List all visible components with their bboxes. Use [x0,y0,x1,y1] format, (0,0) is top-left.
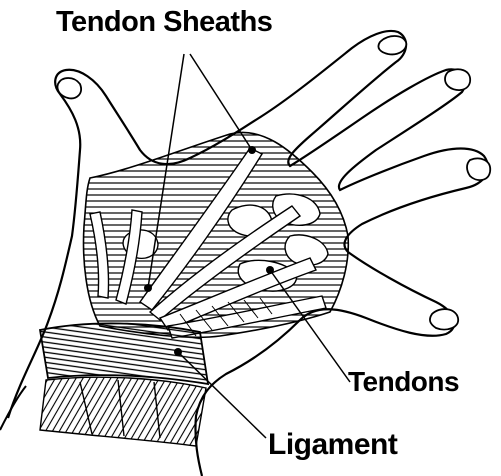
thumb-nail [57,78,81,98]
little-fingernail [430,309,458,329]
index-fingernail [378,36,406,54]
middle-fingernail [445,69,470,90]
wrist-left-edge [0,386,26,430]
ring-fingernail [467,159,490,181]
ligament-label: Ligament [268,428,397,462]
tendon-sheaths-label: Tendon Sheaths [56,6,272,39]
forearm-muscles [40,377,206,446]
ligament-band [40,323,208,384]
tendons-label: Tendons [348,366,459,398]
